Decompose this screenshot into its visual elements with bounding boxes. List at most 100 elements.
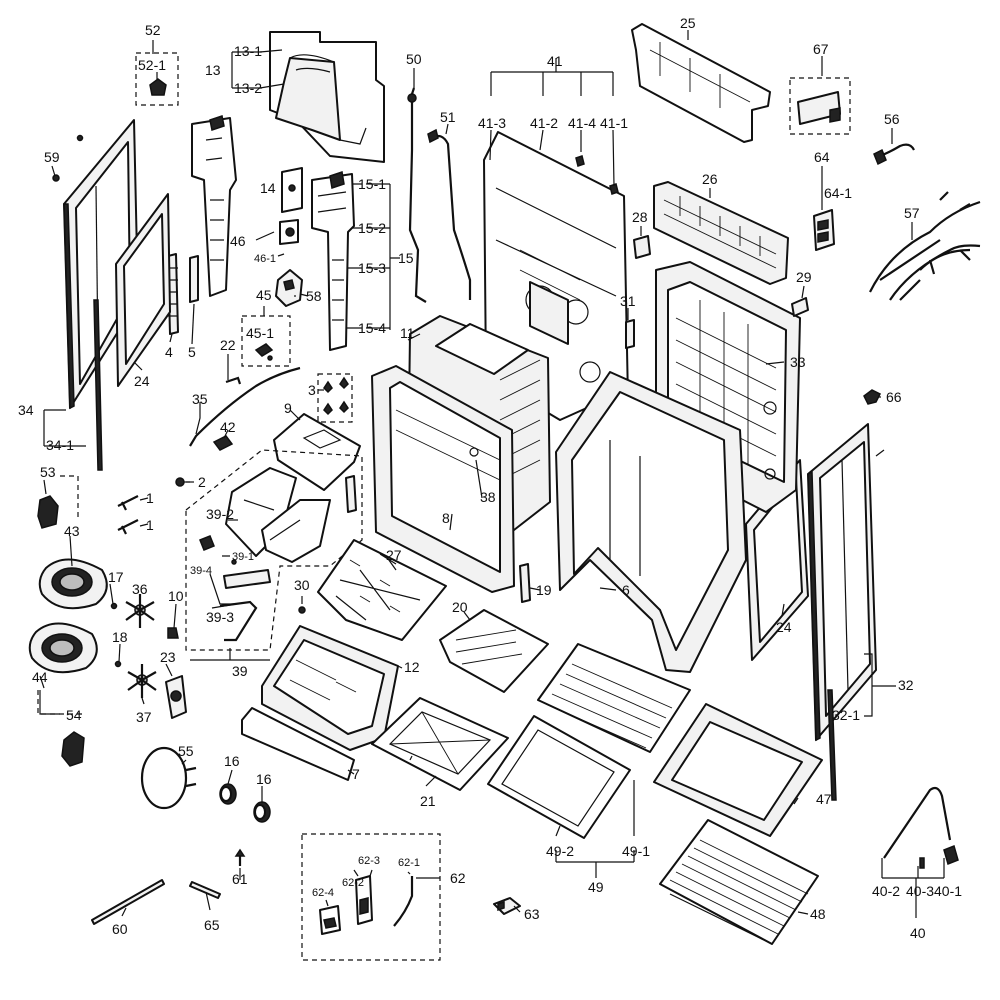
part-67-board (789, 77, 851, 135)
label-13-2: 13-2 (234, 80, 262, 96)
part-39-hinge-assembly (185, 449, 363, 651)
part-52-1-knob (135, 52, 179, 106)
part-59-screw (52, 134, 84, 182)
label-34-1: 34-1 (46, 437, 74, 453)
part-61-pin (234, 848, 246, 866)
label-62: 62 (450, 870, 466, 886)
label-43: 43 (64, 523, 80, 539)
part-35-wire (189, 366, 301, 447)
part-46-sensor (279, 219, 299, 245)
label-21: 21 (420, 793, 436, 809)
part-57-wire-harness (869, 191, 981, 301)
label-23: 23 (160, 649, 176, 665)
label-3: 3 (308, 382, 316, 398)
label-6: 6 (622, 582, 630, 598)
label-64: 64 (814, 149, 830, 165)
label-62-3: 62-3 (358, 855, 380, 867)
label-15-2: 15-2 (358, 220, 386, 236)
label-52-1: 52-1 (138, 57, 166, 73)
part-26-vent (653, 181, 789, 285)
part-51-tube (427, 128, 472, 300)
label-60: 60 (112, 921, 128, 937)
part-31-clip (625, 319, 635, 349)
label-14: 14 (260, 180, 276, 196)
part-60-rod (91, 879, 165, 925)
part-20-panel (439, 609, 549, 693)
part-42-clip (212, 435, 234, 451)
label-62-1: 62-1 (398, 857, 420, 869)
label-64-1: 64-1 (824, 185, 852, 201)
label-45: 45 (256, 287, 272, 303)
label-39-1: 39-1 (232, 551, 254, 563)
part-34-door-outer (63, 119, 139, 471)
part-36-fan-blade (125, 594, 155, 628)
part-5-bracket (191, 115, 237, 297)
part-2-screw (175, 477, 194, 487)
label-49-2: 49-2 (546, 843, 574, 859)
label-32: 32 (898, 677, 914, 693)
label-40: 40 (910, 925, 926, 941)
part-24-door-glass-right (745, 459, 809, 661)
label-29: 29 (796, 269, 812, 285)
label-18: 18 (112, 629, 128, 645)
label-17: 17 (108, 569, 124, 585)
part-48-oven-rack (659, 819, 819, 945)
label-49: 49 (588, 879, 604, 895)
part-55-element (140, 746, 197, 810)
label-46-1: 46-1 (254, 253, 276, 265)
part-1-screws (117, 495, 139, 535)
part-62-control-group (301, 833, 441, 961)
label-25: 25 (680, 15, 696, 31)
label-41-1: 41-1 (600, 115, 628, 131)
label-26: 26 (702, 171, 718, 187)
part-27-shield (317, 539, 447, 641)
label-15-3: 15-3 (358, 260, 386, 276)
label-55: 55 (178, 743, 194, 759)
part-7-kick-plate (241, 707, 355, 781)
label-40-2: 40-2 (872, 883, 900, 899)
label-8: 8 (442, 510, 450, 526)
label-30: 30 (294, 577, 310, 593)
label-56: 56 (884, 111, 900, 127)
part-47-door-frame (653, 703, 823, 837)
label-39: 39 (232, 663, 248, 679)
label-48: 48 (810, 906, 826, 922)
label-28: 28 (632, 209, 648, 225)
label-63: 63 (524, 906, 540, 922)
part-18-screw (114, 660, 122, 668)
label-7: 7 (352, 766, 360, 782)
label-50: 50 (406, 51, 422, 67)
label-35: 35 (192, 391, 208, 407)
part-bracket-small (345, 475, 357, 513)
part-4-rail (167, 253, 199, 335)
label-62-2: 62-2 (342, 877, 364, 889)
part-40-igniter (883, 786, 959, 869)
part-29-clip (791, 297, 809, 317)
part-9-plate (273, 413, 361, 491)
label-58: 58 (306, 288, 322, 304)
part-17-screw (110, 602, 118, 610)
label-49-1: 49-1 (622, 843, 650, 859)
part-38-light (469, 447, 479, 457)
label-15: 15 (398, 250, 414, 266)
part-8-front-frame (371, 365, 515, 593)
label-9: 9 (284, 400, 292, 416)
part-66-foot (863, 389, 882, 405)
part-56-power-cord (873, 143, 915, 166)
part-37-fan-blade (127, 664, 157, 698)
part-53-hinge (37, 475, 79, 529)
label-39-3: 39-3 (206, 609, 234, 625)
label-39-2: 39-2 (206, 506, 234, 522)
label-42: 42 (220, 419, 236, 435)
part-12-drawer (261, 625, 399, 751)
label-16a: 16 (224, 753, 240, 769)
part-24-door-glass (115, 193, 171, 387)
part-43-fan (38, 558, 108, 610)
label-41-4: 41-4 (568, 115, 596, 131)
label-41-3: 41-3 (478, 115, 506, 131)
label-15-4: 15-4 (358, 320, 386, 336)
label-10: 10 (168, 588, 184, 604)
label-11: 11 (400, 325, 415, 341)
part-21-broil-pan (371, 697, 509, 791)
